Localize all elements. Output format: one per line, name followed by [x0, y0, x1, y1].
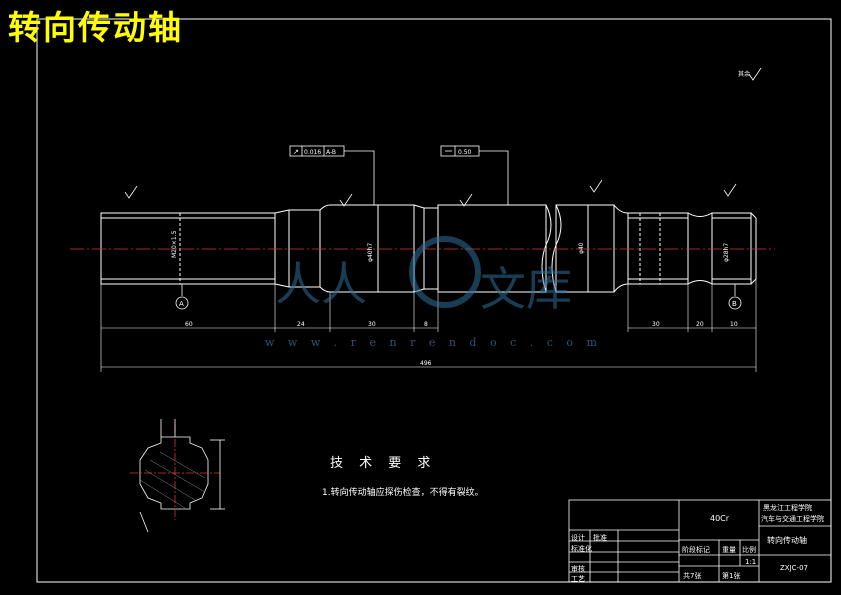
svg-text:30: 30: [652, 321, 660, 328]
dia-main: φ40: [578, 242, 585, 254]
drawing-title-banner: 转向传动轴: [8, 8, 183, 47]
dimension-lines: [100, 279, 757, 372]
datum-b: B: [732, 300, 737, 308]
title-block-grid: [568, 499, 832, 583]
scale-label: 比例: [742, 546, 756, 554]
svg-text:24: 24: [297, 321, 305, 328]
svg-text:M20×1.5: M20×1.5: [171, 230, 178, 258]
reviewer-label: 审核: [571, 565, 585, 573]
weight-label: 重量: [722, 546, 736, 554]
drawing-number: ZXJC-07: [780, 564, 808, 572]
svg-text:φ40h7: φ40h7: [367, 243, 374, 262]
drawing-border: [36, 18, 832, 583]
roughness-note: 其余: [738, 70, 750, 78]
datum-markers: [175, 284, 742, 310]
svg-text:文库: 文库: [480, 262, 572, 316]
school-name: 黑龙江工程学院: [763, 504, 812, 512]
svg-text:60: 60: [185, 321, 193, 328]
svg-text:φ28h7: φ28h7: [723, 243, 730, 262]
gdt-flatness-value: 0.50: [458, 149, 472, 156]
shaft-outline: [100, 204, 757, 293]
runout-symbol: ↗: [293, 148, 299, 156]
designer-label: 设计: [571, 534, 585, 542]
part-name: 转向传动轴: [767, 536, 807, 545]
approve-label: 批准: [593, 534, 607, 542]
dimension-values: 60 24 30 8 30 20 10 496: [185, 321, 738, 367]
watermark-url: w w w . r e n r e n d o c . c o m: [265, 336, 602, 349]
gdt-flatness-frame: [440, 145, 509, 205]
tech-requirements-title: 技 术 要 求: [330, 456, 437, 471]
svg-text:10: 10: [730, 321, 738, 328]
sheets-total: 共7张: [683, 572, 702, 580]
gdt-runout-frame: [289, 145, 375, 205]
roughness-symbols: [124, 67, 762, 207]
svg-text:8: 8: [424, 321, 428, 328]
spline-section-view: [130, 419, 225, 533]
process-label: 工艺: [571, 575, 585, 583]
svg-text:30: 30: [368, 321, 376, 328]
svg-text:496: 496: [420, 360, 432, 367]
stage-label: 阶段标记: [682, 546, 710, 554]
scale-value: 1:1: [745, 558, 757, 566]
datum-a: A: [179, 300, 184, 308]
dept-name: 汽车与交通工程学院: [761, 515, 824, 523]
gdt-runout-value: 0.016: [304, 149, 321, 156]
svg-text:人人: 人人: [275, 257, 367, 311]
standardize-label: 标准化: [571, 545, 592, 553]
diameter-labels: M20×1.5 φ40h7 φ40 φ28h7: [171, 230, 730, 262]
gdt-runout-datum: A-B: [326, 149, 336, 156]
tech-requirements-note: 1.转向传动轴应探伤检查，不得有裂纹。: [322, 488, 484, 498]
svg-text:20: 20: [696, 321, 704, 328]
sheet-number: 第1张: [722, 572, 741, 580]
material: 40Cr: [710, 514, 730, 523]
watermark-logo: 人人 文库: [275, 236, 572, 316]
